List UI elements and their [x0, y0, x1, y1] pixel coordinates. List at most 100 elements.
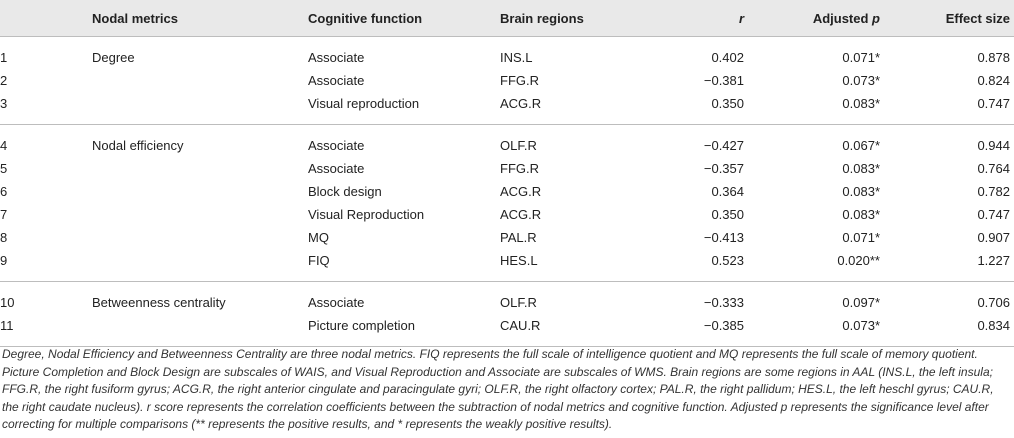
cognitive-function: Picture completion	[304, 314, 496, 347]
effect-size: 0.878	[977, 50, 1010, 65]
adjusted-p-value: 0.071*	[842, 50, 880, 65]
brain-region: CAU.R	[496, 314, 620, 347]
adjusted-p-value: 0.083*	[842, 161, 880, 176]
cognitive-function: FIQ	[304, 249, 496, 282]
nodal-metric	[88, 314, 304, 347]
header-adjusted-p-label: Adjusted p	[812, 10, 880, 26]
brain-region: INS.L	[500, 50, 533, 65]
nodal-metrics-table: Nodal metrics Cognitive function Brain r…	[0, 0, 1014, 347]
r-value: 0.350	[711, 207, 744, 222]
cognitive-function: MQ	[308, 230, 329, 245]
row-index: 5	[0, 161, 8, 176]
r-value: −0.357	[703, 161, 744, 176]
effect-size: 1.227	[884, 249, 1014, 282]
adjusted-p-value: 0.083*	[842, 207, 880, 222]
nodal-metric	[88, 92, 304, 125]
header-r: r	[620, 0, 748, 37]
nodal-metric: Nodal efficiency	[92, 138, 184, 153]
effect-size: 0.824	[977, 73, 1010, 88]
row-index: 9	[0, 249, 88, 282]
row-index: 4	[0, 138, 8, 153]
header-nodal-metrics: Nodal metrics	[88, 0, 304, 37]
r-value: 0.364	[711, 184, 744, 199]
adjusted-p-value: 0.083*	[842, 184, 880, 199]
table-row: 4 Nodal efficiency Associate OLF.R −0.427 0.0…	[0, 125, 1014, 158]
row-index: 10	[0, 295, 15, 310]
table-row: 6 Block design ACG.R 0.364 0.083* 0.782	[0, 180, 1014, 203]
row-index: 2	[0, 73, 8, 88]
cognitive-function: Associate	[308, 138, 365, 153]
cognitive-function: Associate	[308, 295, 365, 310]
r-value: −0.385	[620, 314, 748, 347]
effect-size: 0.834	[884, 314, 1014, 347]
adjusted-p-value: 0.071*	[842, 230, 880, 245]
effect-size: 0.782	[977, 184, 1010, 199]
nodal-metric	[88, 69, 304, 92]
table-row: 2 Associate FFG.R −0.381 0.073* 0.824	[0, 69, 1014, 92]
header-effect-size: Effect size	[884, 0, 1014, 37]
table-row: 7 Visual Reproduction ACG.R 0.350 0.083* 0.74…	[0, 203, 1014, 226]
cognitive-function: Associate	[308, 73, 365, 88]
cognitive-function: Associate	[308, 50, 365, 65]
row-index: 8	[0, 230, 8, 245]
header-cognitive-function: Cognitive function	[304, 0, 496, 37]
results-table-container: Nodal metrics Cognitive function Brain r…	[0, 0, 1014, 347]
row-index: 11	[0, 314, 88, 347]
cognitive-function: Visual reproduction	[304, 92, 496, 125]
r-value: −0.413	[703, 230, 744, 245]
effect-size: 0.747	[977, 207, 1010, 222]
nodal-metric: Degree	[92, 50, 135, 65]
brain-region: ACG.R	[500, 184, 542, 199]
table-row: 8 MQ PAL.R −0.413 0.071* 0.907	[0, 226, 1014, 249]
table-row: 5 Associate FFG.R −0.357 0.083* 0.764	[0, 157, 1014, 180]
nodal-metric	[88, 180, 304, 203]
r-value: 0.523	[620, 249, 748, 282]
effect-size: 0.764	[977, 161, 1010, 176]
nodal-metric	[88, 157, 304, 180]
brain-region: OLF.R	[500, 138, 537, 153]
brain-region: ACG.R	[496, 92, 620, 125]
table-footnote: Degree, Nodal Efficiency and Betweenness…	[2, 347, 994, 431]
cognitive-function: Visual Reproduction	[308, 207, 425, 222]
nodal-metric	[88, 203, 304, 226]
row-index: 3	[0, 92, 88, 125]
adjusted-p-value: 0.067*	[842, 138, 880, 153]
r-value: 0.402	[711, 50, 744, 65]
adjusted-p-value: 0.020**	[748, 249, 884, 282]
header-index	[0, 0, 88, 37]
brain-region: OLF.R	[500, 295, 537, 310]
table-row: 1 Degree Associate INS.L 0.402 0.071* 0.878	[0, 37, 1014, 70]
effect-size: 0.944	[977, 138, 1010, 153]
nodal-metric: Betweenness centrality	[92, 295, 226, 310]
nodal-metric	[88, 249, 304, 282]
r-value: −0.427	[703, 138, 744, 153]
brain-region: PAL.R	[500, 230, 537, 245]
row-index: 1	[0, 50, 8, 65]
brain-region: FFG.R	[500, 73, 539, 88]
nodal-metric	[88, 226, 304, 249]
effect-size: 0.706	[977, 295, 1010, 310]
header-adjusted-p: Adjusted p	[748, 0, 884, 37]
row-index: 6	[0, 184, 8, 199]
brain-region: ACG.R	[500, 207, 542, 222]
table-header-row: Nodal metrics Cognitive function Brain r…	[0, 0, 1014, 37]
r-value: 0.350	[620, 92, 748, 125]
brain-region: HES.L	[496, 249, 620, 282]
effect-size: 0.907	[977, 230, 1010, 245]
adjusted-p-value: 0.097*	[842, 295, 880, 310]
cognitive-function: Block design	[308, 184, 382, 199]
cognitive-function: Associate	[308, 161, 365, 176]
effect-size: 0.747	[884, 92, 1014, 125]
table-row: 10 Betweenness centrality Associate OLF.R −0…	[0, 282, 1014, 315]
r-value: −0.381	[703, 73, 744, 88]
adjusted-p-value: 0.073*	[748, 314, 884, 347]
header-brain-regions: Brain regions	[496, 0, 620, 37]
adjusted-p-value: 0.073*	[842, 73, 880, 88]
r-value: −0.333	[703, 295, 744, 310]
adjusted-p-value: 0.083*	[748, 92, 884, 125]
row-index: 7	[0, 207, 8, 222]
brain-region: FFG.R	[500, 161, 539, 176]
